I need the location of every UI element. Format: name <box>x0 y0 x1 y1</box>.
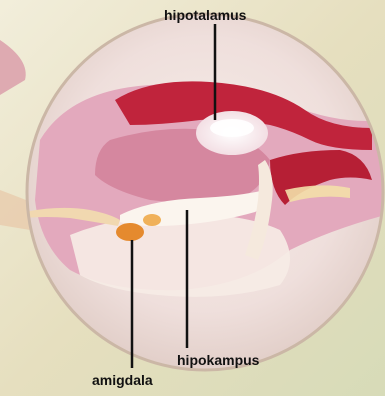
amygdala-label: amigdala <box>92 372 153 388</box>
amygdala-region <box>116 223 144 241</box>
hypothalamus-label: hipotalamus <box>164 7 246 23</box>
magnifier-lens <box>25 14 385 370</box>
hippocampus-label: hipokampus <box>177 352 259 368</box>
